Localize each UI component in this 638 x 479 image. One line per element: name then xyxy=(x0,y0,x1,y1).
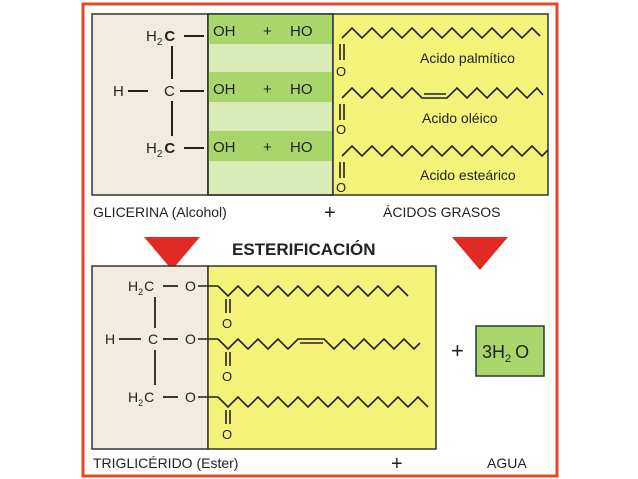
tg-row2-h: H xyxy=(105,331,115,347)
triglyceride-acids-box xyxy=(207,265,437,450)
plus-label-3: + xyxy=(263,139,272,156)
label-acidos-grasos: ÁCIDOS GRASOS xyxy=(383,204,500,220)
label-trigliceride: TRIGLICÉRIDO (Ester) xyxy=(93,455,238,471)
glycerol-box xyxy=(91,13,209,196)
reaction-stripe-3 xyxy=(208,131,333,161)
tg-row2-c: C xyxy=(148,331,158,347)
tg-o-2: O xyxy=(185,331,196,347)
reaction-stripe-2 xyxy=(208,72,333,102)
acid-label-oleic: Acido oléico xyxy=(422,110,498,126)
tg-oleic-chain xyxy=(217,337,421,351)
reaction-row-2: OH + HO xyxy=(213,81,313,98)
glycerol-h-2: H xyxy=(113,83,124,100)
tg-stearic-chain xyxy=(217,395,429,409)
acid-label-palmitic: Acido palmítico xyxy=(420,50,515,66)
carbonyl-o-3: O xyxy=(336,180,346,195)
fatty-acid-palmitic: O Acido palmítico xyxy=(336,26,541,79)
reaction-row-1: OH + HO xyxy=(213,23,313,40)
glycerol-c-2: C xyxy=(164,83,175,100)
acid-label-stearic: Acido esteárico xyxy=(420,167,516,183)
tg-palmitic-chain xyxy=(217,284,409,298)
carbonyl-o-1: O xyxy=(336,64,346,79)
arrow-left-down xyxy=(144,237,200,270)
carbonyl-o-2: O xyxy=(336,122,346,137)
triglyceride-backbone: H2C O H C O H2C O xyxy=(105,278,196,408)
plus-label-2: + xyxy=(263,81,272,98)
oh-label-2: OH xyxy=(213,81,236,98)
arrow-right-down xyxy=(452,237,508,270)
tg-chain-palmitic: O xyxy=(198,284,409,331)
fatty-acid-oleic: O Acido oléico xyxy=(336,86,544,137)
fatty-acid-stearic: O Acido esteárico xyxy=(336,144,549,195)
tg-o-3: O xyxy=(185,389,196,405)
triglyceride-glycerol-box xyxy=(91,265,209,450)
reaction-row-3: OH + HO xyxy=(213,139,313,156)
water-plus: + xyxy=(451,338,464,363)
palmitic-chain xyxy=(341,26,541,40)
oleic-chain xyxy=(341,86,544,100)
label-plus-top: + xyxy=(324,202,336,224)
reaction-stripe-1 xyxy=(208,14,333,44)
ho-label-1: HO xyxy=(290,23,313,40)
stearic-chain xyxy=(341,144,549,158)
tg-row3-h2c: H2C xyxy=(128,389,154,408)
esterificacion-title: ESTERIFICACIÓN xyxy=(232,240,376,259)
tg-chain-oleic: O xyxy=(198,337,421,384)
oh-label-1: OH xyxy=(213,23,236,40)
tg-chain-stearic: O xyxy=(198,395,429,442)
tg-carbonyl-o-2: O xyxy=(222,369,232,384)
label-plus-bottom: + xyxy=(391,453,403,475)
ho-label-2: HO xyxy=(290,81,313,98)
tg-o-1: O xyxy=(185,278,196,294)
label-agua: AGUA xyxy=(487,455,527,471)
tg-row1-h2c: H2C xyxy=(128,278,154,297)
water-box xyxy=(475,325,545,377)
label-glicerina: GLICERINA (Alcohol) xyxy=(93,204,227,220)
ho-label-3: HO xyxy=(290,139,313,156)
fatty-acids-box xyxy=(332,13,549,196)
tg-carbonyl-o-1: O xyxy=(222,316,232,331)
tg-carbonyl-o-3: O xyxy=(222,427,232,442)
plus-label-1: + xyxy=(263,23,272,40)
oh-label-3: OH xyxy=(213,139,236,156)
